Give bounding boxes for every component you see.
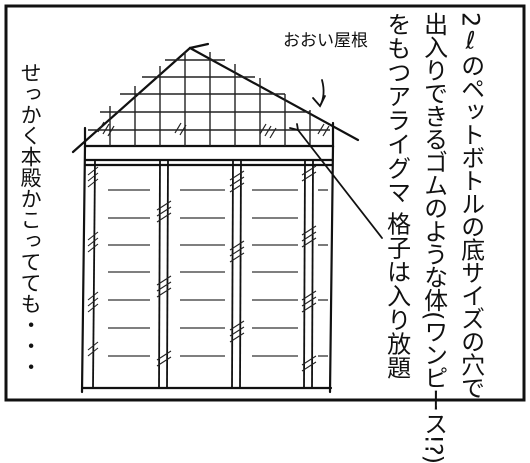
annotation-right-col3: をもつアライグマ 格子は入り放題: [382, 12, 411, 380]
shrine-drawing: [4, 4, 526, 402]
comic-panel: おおい屋根 せっかく本殿かこってても・・・ 2ℓのペットボトルの底サイズの穴で …: [4, 4, 526, 463]
grid-pointer-arrow: [289, 123, 383, 239]
shrine-body: [80, 144, 335, 394]
eave-hatch: [97, 121, 330, 139]
roof-label-arrow: [312, 79, 326, 108]
annotation-right-col2: 出入りできるゴムのような体(ワンピース!?): [419, 12, 448, 463]
annotation-right-col1: 2ℓのペットボトルの底サイズの穴で: [456, 12, 485, 399]
roof: [71, 42, 360, 154]
panel-border: [4, 4, 526, 402]
roof-grid: [88, 52, 330, 146]
post-hatch: [87, 165, 317, 372]
roof-label: おおい屋根: [283, 31, 368, 51]
shrine-slats: [108, 189, 328, 357]
annotation-left: せっかく本殿かこってても・・・: [18, 62, 43, 377]
shrine-posts: [92, 159, 314, 389]
